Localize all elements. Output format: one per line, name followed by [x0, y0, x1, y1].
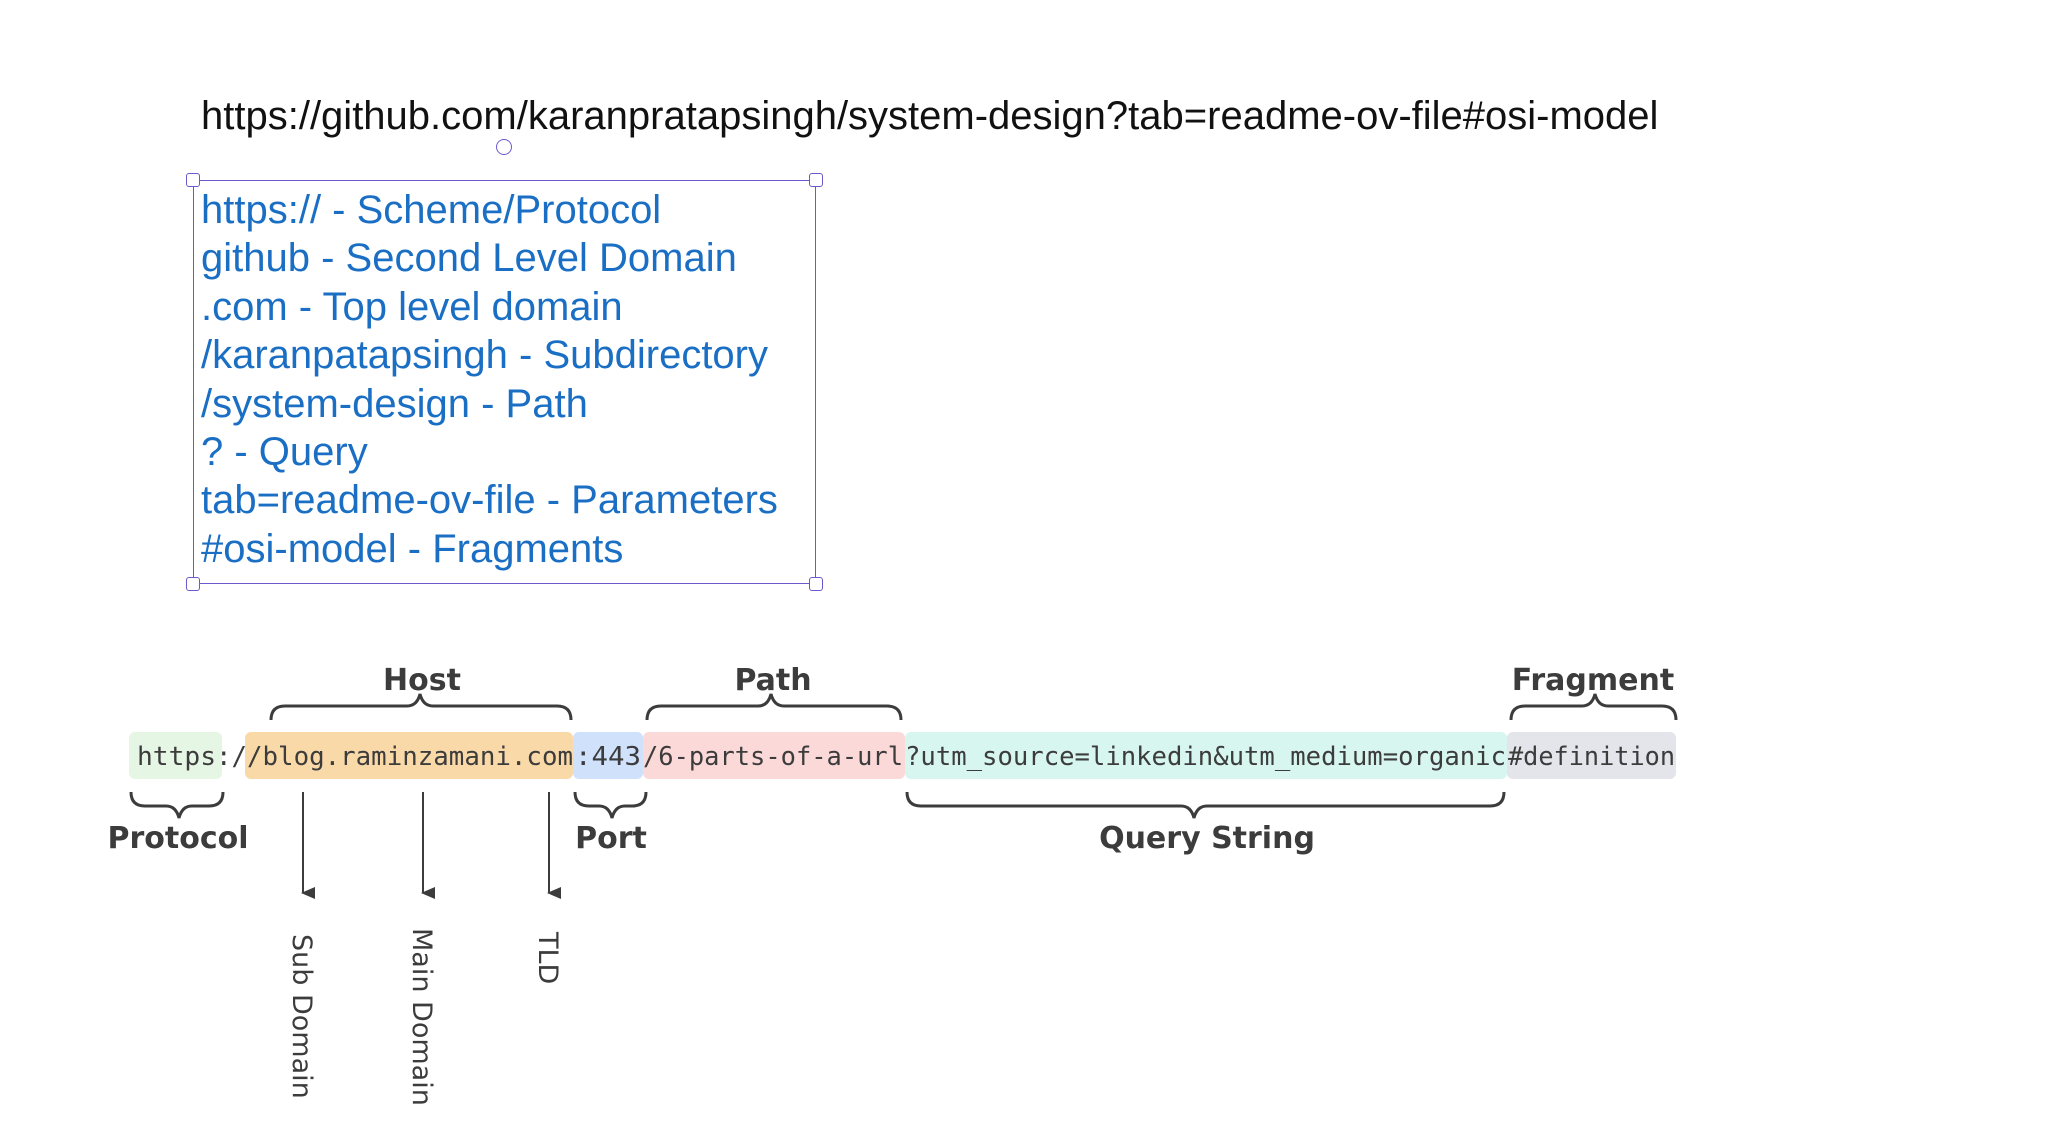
note-line: /karanpatapsingh - Subdirectory — [201, 333, 768, 378]
resize-handle-top-right[interactable] — [809, 173, 823, 187]
path-segment-bg — [643, 732, 905, 779]
resize-handle-bottom-left[interactable] — [186, 577, 200, 591]
note-line: tab=readme-ov-file - Parameters — [201, 478, 778, 523]
url-port-text: :443 — [575, 742, 641, 772]
note-line: ? - Query — [201, 430, 368, 475]
fragment-segment-bg — [1507, 732, 1676, 779]
host-label: Host — [383, 663, 461, 698]
main-domain-label: Main Domain — [406, 928, 437, 1106]
url-host-text: /blog.raminzamani.com — [247, 742, 573, 772]
protocol-label: Protocol — [107, 821, 248, 856]
path-label: Path — [734, 663, 811, 698]
fragment-label: Fragment — [1512, 663, 1674, 698]
host-segment-bg — [245, 732, 573, 779]
query-brace — [905, 791, 1506, 819]
text-selection-box[interactable] — [193, 180, 816, 584]
resize-handle-top-left[interactable] — [186, 173, 200, 187]
port-segment-bg — [573, 732, 643, 779]
tld-label: TLD — [532, 931, 563, 984]
note-line: https:// - Scheme/Protocol — [201, 188, 662, 232]
port-brace — [573, 791, 648, 819]
top-url-text: https://github.com/karanpratapsingh/syst… — [201, 94, 1659, 138]
url-protocol-text: https — [137, 742, 216, 772]
resize-handle-bottom-right[interactable] — [809, 577, 823, 591]
rotate-handle[interactable] — [496, 139, 512, 155]
url-separator-text: :/ — [216, 742, 247, 772]
url-parts-notes[interactable]: https:// - Scheme/Protocol github - Seco… — [201, 186, 778, 573]
url-query-text: ?utm_source=linkedin&utm_medium=organic — [905, 742, 1506, 772]
host-brace — [269, 693, 573, 721]
note-line: #osi-model - Fragments — [201, 526, 624, 571]
sub-domain-label: Sub Domain — [286, 934, 317, 1099]
protocol-brace — [129, 791, 225, 819]
note-line: github - Second Level Domain — [201, 236, 737, 281]
protocol-segment-bg — [129, 732, 222, 779]
url-fragment-text: #definition — [1508, 742, 1675, 772]
path-brace — [645, 693, 903, 721]
fragment-brace — [1509, 693, 1678, 721]
url-path-text: /6-parts-of-a-url — [643, 742, 903, 772]
query-segment-bg — [905, 732, 1507, 779]
query-string-label: Query String — [1099, 821, 1315, 856]
note-line: .com - Top level domain — [201, 284, 623, 329]
port-label: Port — [575, 821, 647, 856]
note-line: /system-design - Path — [201, 381, 588, 426]
